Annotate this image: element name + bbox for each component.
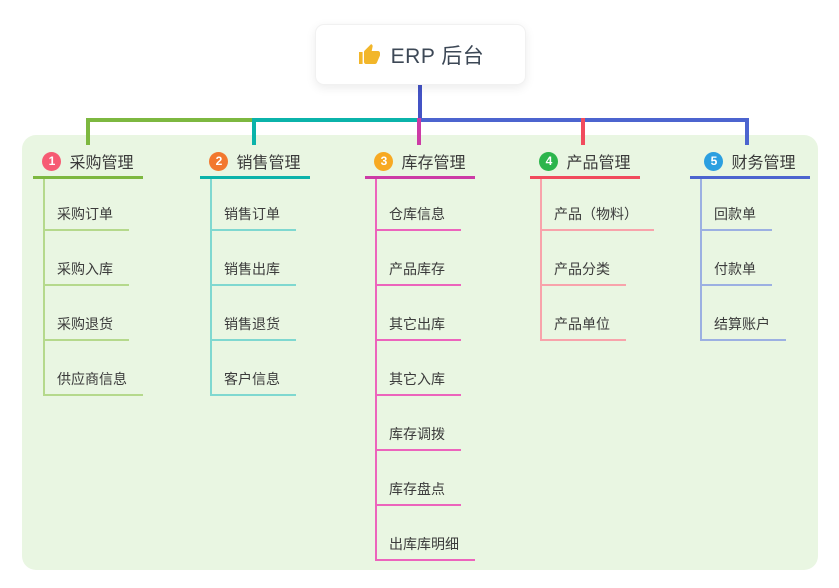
child-item[interactable]: 其它入库 bbox=[375, 370, 461, 396]
child-item[interactable]: 仓库信息 bbox=[375, 205, 461, 231]
branch-title-label: 产品管理 bbox=[566, 155, 631, 172]
child-item[interactable]: 回款单 bbox=[700, 205, 772, 231]
child-item[interactable]: 产品分类 bbox=[540, 260, 626, 286]
connector-drop-purchase bbox=[86, 118, 90, 145]
child-item[interactable]: 客户信息 bbox=[210, 370, 296, 396]
child-item[interactable]: 产品（物料） bbox=[540, 205, 654, 231]
branch-underline bbox=[365, 176, 475, 179]
branch-child-connector bbox=[700, 179, 702, 339]
branch-number-badge: 3 bbox=[374, 151, 394, 171]
branch-underline bbox=[33, 176, 143, 179]
child-item[interactable]: 付款单 bbox=[700, 260, 772, 286]
branch-child-connector bbox=[540, 179, 542, 339]
root-label: ERP 后台 bbox=[390, 44, 485, 68]
branch-underline bbox=[690, 176, 810, 179]
branch-sales-title[interactable]: 2 销售管理 bbox=[200, 148, 310, 174]
branch-product-title[interactable]: 4 产品管理 bbox=[530, 148, 640, 174]
branches-panel bbox=[22, 135, 818, 570]
branch-title-label: 销售管理 bbox=[236, 155, 301, 172]
branch-sales: 2 销售管理 销售订单 销售出库 销售退货 客户信息 bbox=[200, 148, 310, 396]
connector-bus-teal bbox=[254, 118, 419, 122]
branch-title-label: 采购管理 bbox=[69, 155, 134, 172]
branch-number-badge: 5 bbox=[704, 151, 724, 171]
branch-inventory-title[interactable]: 3 库存管理 bbox=[365, 148, 475, 174]
child-item[interactable]: 销售退货 bbox=[210, 315, 296, 341]
connector-drop-finance bbox=[745, 118, 749, 145]
child-item[interactable]: 产品单位 bbox=[540, 315, 626, 341]
child-item[interactable]: 销售订单 bbox=[210, 205, 296, 231]
branch-inventory: 3 库存管理 仓库信息 产品库存 其它出库 其它入库 库存调拨 库存盘点 出库库… bbox=[365, 148, 475, 561]
branch-number-badge: 1 bbox=[42, 151, 62, 171]
child-item[interactable]: 库存调拨 bbox=[375, 425, 461, 451]
branch-finance: 5 财务管理 回款单 付款单 结算账户 bbox=[690, 148, 810, 341]
connector-drop-product bbox=[581, 118, 585, 145]
child-item[interactable]: 采购退货 bbox=[43, 315, 129, 341]
branch-product: 4 产品管理 产品（物料） 产品分类 产品单位 bbox=[530, 148, 654, 341]
branch-child-connector bbox=[375, 179, 377, 559]
child-item[interactable]: 库存盘点 bbox=[375, 480, 461, 506]
connector-drop-inventory bbox=[417, 118, 421, 145]
thumbs-up-icon bbox=[357, 43, 381, 67]
branch-number-badge: 4 bbox=[539, 151, 559, 171]
connector-root-drop bbox=[418, 82, 422, 120]
branch-child-connector bbox=[210, 179, 212, 394]
child-item[interactable]: 出库库明细 bbox=[375, 535, 475, 561]
branch-title-label: 财务管理 bbox=[731, 155, 796, 172]
branch-underline bbox=[530, 176, 640, 179]
root-node[interactable]: ERP 后台 bbox=[315, 24, 526, 85]
child-item[interactable]: 结算账户 bbox=[700, 315, 786, 341]
branch-purchase: 1 采购管理 采购订单 采购入库 采购退货 供应商信息 bbox=[33, 148, 143, 396]
child-item[interactable]: 产品库存 bbox=[375, 260, 461, 286]
child-item[interactable]: 销售出库 bbox=[210, 260, 296, 286]
branch-purchase-title[interactable]: 1 采购管理 bbox=[33, 148, 143, 174]
branch-number-badge: 2 bbox=[209, 151, 229, 171]
branch-underline bbox=[200, 176, 310, 179]
connector-bus-green bbox=[86, 118, 254, 122]
child-item[interactable]: 其它出库 bbox=[375, 315, 461, 341]
child-item[interactable]: 采购入库 bbox=[43, 260, 129, 286]
child-item[interactable]: 供应商信息 bbox=[43, 370, 143, 396]
branch-title-label: 库存管理 bbox=[401, 155, 466, 172]
child-item[interactable]: 采购订单 bbox=[43, 205, 129, 231]
branch-finance-title[interactable]: 5 财务管理 bbox=[690, 148, 810, 174]
branch-child-connector bbox=[43, 179, 45, 394]
connector-drop-sales bbox=[252, 118, 256, 145]
